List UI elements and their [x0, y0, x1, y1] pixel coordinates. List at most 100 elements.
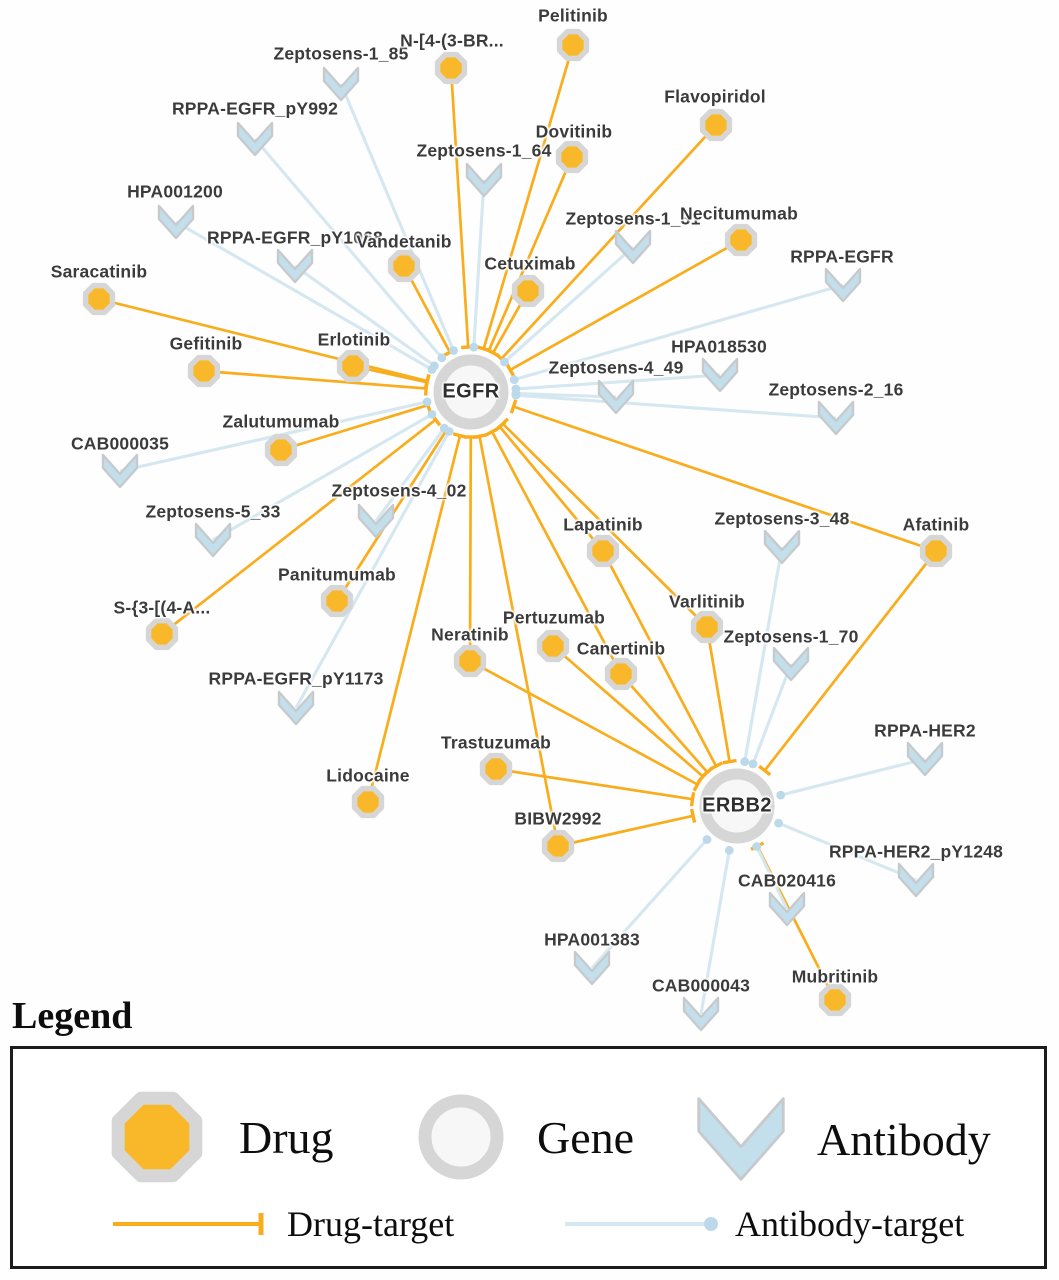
drug-node-Flavopiridol[interactable] — [699, 108, 733, 142]
antibody-node-RPPA-EGFR_pY1068[interactable] — [276, 248, 314, 284]
gene-icon — [418, 1094, 504, 1180]
inhibition-tee — [689, 792, 696, 807]
drug-node-Pelitinib[interactable] — [556, 28, 590, 62]
antibody-edge-dot — [500, 357, 509, 367]
drug-target-edge-EGFR-Varlitinib — [501, 422, 708, 628]
inhibition-tee — [722, 758, 737, 765]
drug-target-edge-EGFR-Zalutumumab — [280, 403, 429, 452]
drug-node-N4BR[interactable] — [434, 51, 468, 85]
legend-label-antibody-target: Antibody-target — [735, 1204, 965, 1244]
drug-node-Dovitinib[interactable] — [555, 140, 589, 174]
drug-node-Varlitinib[interactable] — [690, 610, 724, 644]
drug-target-edge-EGFR-S3A — [161, 418, 437, 636]
drug-node-Pertuzumab[interactable] — [536, 629, 570, 663]
drug-node-Saracatinib[interactable] — [82, 282, 116, 316]
gene-node-ERBB2[interactable] — [699, 768, 775, 844]
drug-node-Vandetanib[interactable] — [387, 249, 421, 283]
drug-node-Necitumumab[interactable] — [724, 223, 758, 257]
inhibition-tee — [509, 399, 518, 414]
drug-node-Zalutumumab[interactable] — [264, 433, 298, 467]
antibody-edge-dot — [449, 346, 458, 355]
drug-node-Mubritinib[interactable] — [818, 983, 852, 1017]
antibody-node-CAB000043[interactable] — [682, 996, 720, 1032]
inhibition-tee — [472, 433, 487, 440]
antibody-node-RPPA-HER2_pY1248[interactable] — [897, 862, 935, 898]
inhibition-tee — [758, 764, 772, 777]
antibody-target-edge-EGFR-Zeptosens-2_16 — [515, 393, 837, 420]
inhibition-tee — [485, 426, 500, 437]
legend-label-antibody: Antibody — [817, 1113, 991, 1165]
drug-node-Erlotinib[interactable] — [336, 349, 370, 383]
legend-item-drug-target: Drug-target — [109, 1203, 454, 1245]
antibody-edge-dot — [774, 818, 783, 828]
legend-item-drug: Drug — [101, 1081, 334, 1193]
inhibition-tee — [689, 808, 697, 823]
drug-target-edge-EGFR-Lapatinib — [498, 425, 605, 552]
antibody-edge-dot — [437, 353, 447, 363]
antibody-node-Zeptosens-4_02[interactable] — [357, 503, 395, 539]
antibody-target-edge-ERBB2-Zeptosens-1_70 — [751, 663, 793, 765]
drug-node-S3A[interactable] — [145, 617, 179, 651]
antibody-edge-dot — [509, 375, 519, 384]
antibody-node-Zeptosens-2_16[interactable] — [817, 400, 855, 436]
drug-target-edge-EGFR-Lidocaine — [366, 435, 462, 803]
edge-layer — [98, 44, 938, 1015]
drug-target-edge-EGFR-Saracatinib — [98, 297, 428, 383]
antibody-target-edge-EGFR-Zeptosens-4_02 — [374, 427, 446, 522]
antibody-node-CAB020416[interactable] — [768, 891, 806, 927]
antibody-node-RPPA-EGFR[interactable] — [824, 267, 862, 303]
gene-node-EGFR[interactable] — [433, 354, 509, 430]
antibody-node-RPPA-HER2[interactable] — [906, 741, 944, 777]
legend-item-gene: Gene — [411, 1087, 634, 1187]
drug-node-Panitumumab[interactable] — [320, 584, 354, 618]
antibody-target-edge-EGFR-RPPA-EGFR_pY992 — [253, 137, 443, 359]
drug-node-Lapatinib[interactable] — [586, 534, 620, 568]
antibody-edge-dot — [427, 410, 437, 419]
antibody-node-HPA001383[interactable] — [573, 950, 611, 986]
antibody-node-CAB000035[interactable] — [101, 453, 139, 489]
antibody-target-edge-EGFR-RPPA-EGFR_pY1173 — [294, 430, 451, 709]
inhibition-tee — [486, 347, 501, 358]
antibody-target-edge-EGFR-RPPA-EGFR_pY1068 — [294, 264, 436, 368]
antibody-target-edge-ERBB2-CAB000043 — [699, 850, 731, 1015]
legend-box: Drug Gene Antibody Drug-target — [10, 1046, 1047, 1269]
drug-node-Cetuximab[interactable] — [511, 274, 545, 308]
drug-target-edge-EGFR-N4BR — [449, 67, 470, 348]
antibody-node-Zeptosens-1_85[interactable] — [322, 66, 360, 102]
drug-node-Lidocaine[interactable] — [351, 785, 385, 819]
antibody-edge-dot — [469, 342, 479, 352]
drug-target-edge-ERBB2-Varlitinib — [705, 626, 731, 762]
drug-target-edge-EGFR-Neratinib — [468, 436, 473, 662]
legend-label-drug-target: Drug-target — [287, 1204, 455, 1244]
antibody-node-Zeptosens-4_49[interactable] — [597, 379, 635, 415]
antibody-node-Zeptosens-3_48[interactable] — [763, 529, 801, 565]
drug-node-Canertinib[interactable] — [604, 657, 638, 691]
drug-node-BIBW2992[interactable] — [541, 829, 575, 863]
drug-node-Trastuzumab[interactable] — [479, 752, 513, 786]
antibody-node-Zeptosens-1_64[interactable] — [465, 162, 503, 198]
drug-node-Neratinib[interactable] — [453, 644, 487, 678]
antibody-edge-dot — [752, 842, 762, 851]
drug-target-edge-EGFR-Dovitinib — [487, 156, 574, 352]
drug-target-edge-EGFR-Gefitinib — [203, 369, 427, 390]
drug-node-Gefitinib[interactable] — [187, 354, 221, 388]
drug-target-edge-ERBB2-Afatinib — [763, 550, 938, 772]
antibody-edge-dot — [422, 397, 432, 407]
antibody-target-edge-EGFR-Zeptosens-1_85 — [339, 83, 455, 352]
antibody-node-HPA018530[interactable] — [701, 357, 739, 393]
antibody-target-edge-EGFR-HPA001200 — [175, 220, 433, 371]
antibody-node-RPPA-EGFR_pY1173[interactable] — [277, 690, 315, 726]
drug-target-edge-EGFR-Pelitinib — [482, 44, 575, 350]
legend-item-antibody-target: Antibody-target — [561, 1203, 964, 1245]
antibody-node-Zeptosens-1_70[interactable] — [772, 646, 810, 682]
antibody-target-edge-EGFR-Zeptosens-1_64 — [472, 179, 486, 348]
antibody-node-Zeptosens-1_31[interactable] — [614, 229, 652, 265]
antibody-target-edge-ERBB2-RPPA-HER2 — [780, 757, 926, 797]
antibody-node-RPPA-EGFR_pY992[interactable] — [236, 121, 274, 157]
drug-node-Afatinib[interactable] — [919, 534, 953, 568]
drug-target-edge-EGFR-Canertinib — [490, 431, 623, 675]
antibody-node-Zeptosens-5_33[interactable] — [194, 522, 232, 558]
node-layer — [82, 28, 953, 1032]
antibody-node-HPA001200[interactable] — [157, 204, 195, 240]
